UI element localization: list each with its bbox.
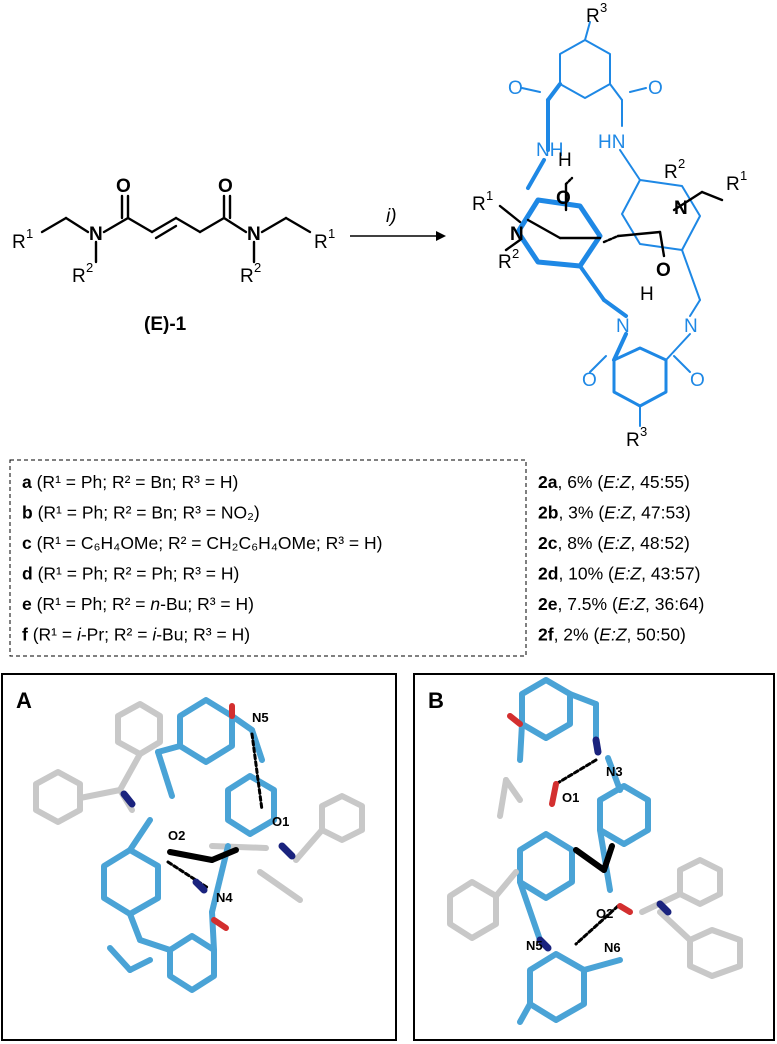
product-axle — [498, 176, 724, 258]
reactant-o-left: O — [116, 176, 131, 197]
panel-b-crystal — [447, 677, 743, 1025]
product-macrocycle — [515, 21, 701, 427]
product-o-top-left: O — [508, 78, 523, 99]
product-o-axle-bottom: O — [656, 260, 671, 281]
reactant-o-right: O — [218, 176, 233, 197]
product-nh-top-left: NH — [536, 140, 563, 161]
reactant-label: (E)-1 — [144, 314, 187, 335]
product-r3-bottom-sup: 3 — [640, 424, 647, 439]
panel-a-label: A — [16, 688, 32, 713]
panel-a-atom-o1: O1 — [272, 814, 289, 829]
panel-b-atom-n3: N3 — [606, 764, 623, 779]
panel-b-atom-o1: O1 — [562, 790, 579, 805]
product-r1-right-sup: 1 — [740, 168, 747, 183]
product-o-bottom-left: O — [582, 370, 597, 391]
reactant-r2-left-sup: 2 — [86, 260, 93, 275]
reactant-structure — [40, 194, 312, 264]
conditions-box — [9, 459, 527, 657]
panel-a-crystal — [33, 697, 365, 993]
condition-row-f: f (R¹ = i-Pr; R² = i-Bu; R³ = H) — [22, 625, 250, 645]
product-r2-right: R — [664, 162, 678, 183]
conditions-table: a (R¹ = Ph; R² = Bn; R³ = H) 2a, 6% (E:Z,… — [22, 472, 704, 645]
product-row-2e: 2e, 7.5% (E:Z, 36:64) — [538, 594, 704, 614]
condition-row-c: c (R¹ = C₆H₄OMe; R² = CH₂C₆H₄OMe; R³ = H… — [22, 533, 382, 553]
product-r1-left: R — [472, 194, 486, 215]
product-h-top-left: H — [558, 150, 572, 171]
reactant-r2-left: R — [72, 266, 86, 287]
condition-row-b: b (R¹ = Ph; R² = Bn; R³ = NO₂) — [22, 503, 260, 523]
reactant-r1-left: R — [12, 232, 26, 253]
product-row-2a: 2a, 6% (E:Z, 45:55) — [538, 472, 690, 492]
condition-row-a: a (R¹ = Ph; R² = Bn; R³ = H) — [22, 472, 238, 492]
product-row-2d: 2d, 10% (E:Z, 43:57) — [538, 564, 700, 584]
product-n-right: N — [674, 198, 688, 219]
panel-b-label: B — [428, 688, 444, 713]
product-nh-bottom-left: N — [616, 316, 630, 337]
product-r3-top-sup: 3 — [600, 0, 607, 15]
panel-b-atom-o2: O2 — [596, 906, 613, 921]
product-nh-bottom-right: N — [684, 316, 698, 337]
reaction-arrow — [350, 231, 446, 241]
product-row-2f: 2f, 2% (E:Z, 50:50) — [538, 625, 686, 645]
arrow-label: i) — [386, 206, 397, 227]
product-o-axle-top: O — [556, 188, 571, 209]
product-h-bottom-left: H — [640, 284, 654, 305]
reactant-r2-right-sup: 2 — [254, 260, 261, 275]
product-row-2c: 2c, 8% (E:Z, 48:52) — [538, 533, 690, 553]
condition-row-e: e (R¹ = Ph; R² = n-Bu; R³ = H) — [22, 594, 254, 614]
product-o-top-right: O — [648, 78, 663, 99]
product-hn-top-right: HN — [598, 132, 625, 153]
product-row-2b: 2b, 3% (E:Z, 47:53) — [538, 503, 691, 523]
product-r3-top: R — [586, 6, 600, 27]
condition-row-d: d (R¹ = Ph; R² = Ph; R³ = H) — [22, 564, 239, 584]
panel-a-atom-o2: O2 — [168, 828, 185, 843]
product-o-bottom-right: O — [690, 370, 705, 391]
product-r1-right: R — [726, 174, 740, 195]
product-r2-left-sup: 2 — [512, 246, 519, 261]
product-r2-left: R — [498, 252, 512, 273]
reactant-n-right: N — [247, 224, 261, 245]
reactant-r1-left-sup: 1 — [26, 226, 33, 241]
panel-a-atom-n5: N5 — [252, 710, 269, 725]
panel-a-frame — [1, 673, 397, 1041]
reactant-r2-right: R — [240, 266, 254, 287]
product-r2-right-sup: 2 — [678, 156, 685, 171]
reactant-r1-right-sup: 1 — [328, 226, 335, 241]
panel-b-frame — [413, 673, 775, 1041]
panel-a-atom-n4: N4 — [216, 890, 233, 905]
product-r3-bottom: R — [626, 430, 640, 451]
product-n-left: N — [510, 224, 524, 245]
panel-b-atom-n5: N5 — [526, 938, 543, 953]
product-r1-left-sup: 1 — [486, 188, 493, 203]
panel-b-atom-n6: N6 — [604, 940, 621, 955]
reactant-r1-right: R — [314, 232, 328, 253]
reactant-n-left: N — [89, 224, 103, 245]
